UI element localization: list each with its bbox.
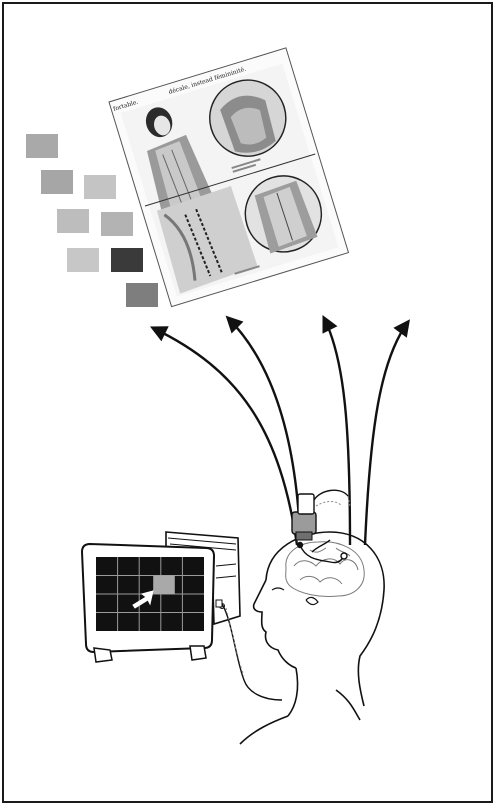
arrows <box>153 318 408 545</box>
swatch-3 <box>84 175 116 199</box>
arrow-icon <box>365 322 408 545</box>
magazine-page: fortable. décale, instead fémininité. <box>109 48 348 307</box>
swatch-2 <box>41 170 73 194</box>
grid-highlight-cell <box>153 576 175 595</box>
swatch-5 <box>101 212 133 236</box>
swatch-1 <box>26 134 58 158</box>
arrow-icon <box>324 318 350 545</box>
arrow-icon <box>153 328 297 545</box>
swatch-4 <box>57 209 89 233</box>
brain-icon <box>286 542 365 597</box>
swatch-8 <box>126 283 158 307</box>
computer-monitor-icon <box>82 544 222 662</box>
swatch-6 <box>67 248 99 272</box>
swatch-7 <box>111 248 143 272</box>
